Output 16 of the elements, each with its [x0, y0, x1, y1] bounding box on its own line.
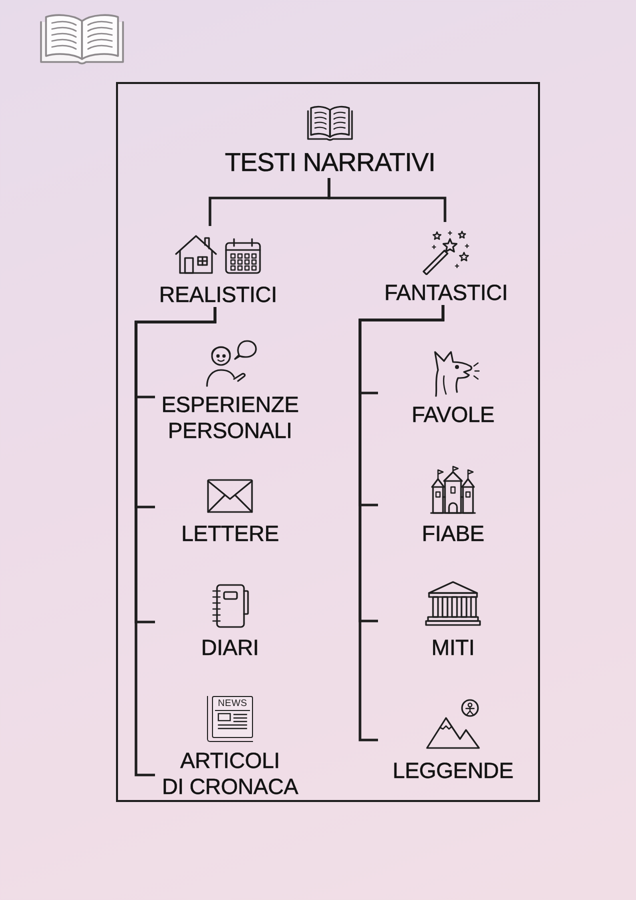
- outline-frame: [116, 82, 540, 802]
- genre-label: MITI: [431, 634, 475, 660]
- genre-label: LEGGENDE: [392, 758, 514, 783]
- genre-label: ARTICOLI DI CRONACA: [162, 748, 298, 799]
- genre-label: FIABE: [422, 520, 484, 546]
- category-heading: FANTASTICI: [384, 280, 508, 305]
- connector-line: [328, 178, 446, 222]
- genre-label: FAVOLE: [412, 402, 494, 427]
- connector-line: [358, 305, 444, 742]
- category-heading: REALISTICI: [159, 282, 277, 307]
- main-heading: TESTI NARRATIVI: [224, 148, 436, 178]
- genre-label: DIARI: [201, 634, 259, 660]
- connector-line: [134, 307, 216, 776]
- genre-label: LETTERE: [181, 520, 279, 546]
- genre-label: ESPERIENZE PERSONALI: [161, 392, 299, 443]
- newspaper-headline: NEWS: [215, 699, 250, 712]
